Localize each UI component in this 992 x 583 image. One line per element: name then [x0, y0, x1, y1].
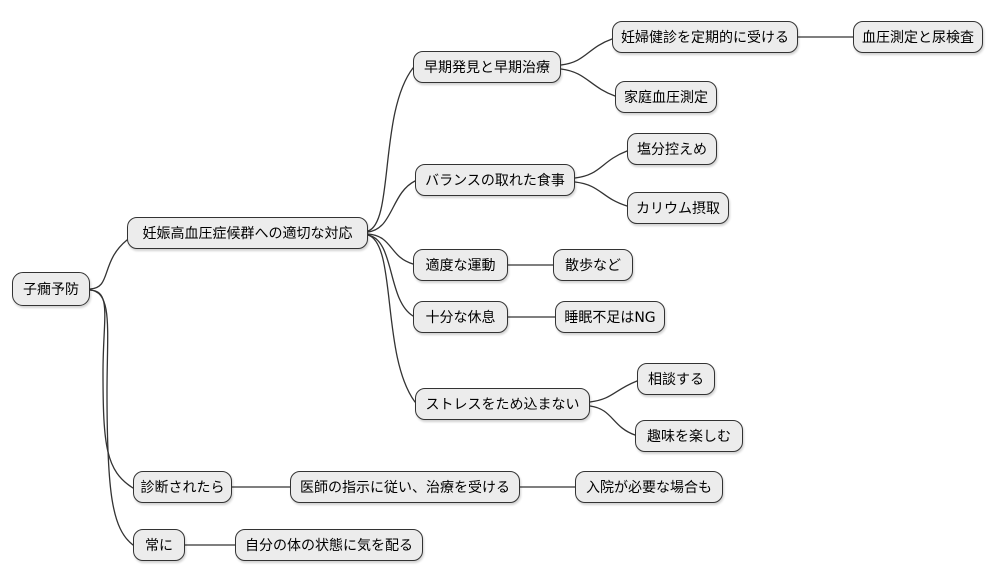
- node-moderate-exercise: 適度な運動: [413, 249, 508, 281]
- edge-early-detection-to-home-bp: [560, 68, 616, 97]
- edge-root-to-always: [89, 289, 134, 546]
- edge-early-detection-to-regular-checkups: [560, 38, 613, 66]
- node-always: 常に: [133, 529, 185, 561]
- edge-hypertension-to-sufficient-rest: [367, 234, 414, 317]
- node-monitor-body-condition: 自分の体の状態に気を配る: [235, 529, 423, 561]
- node-consult: 相談する: [637, 363, 715, 395]
- edge-avoid-stress-to-enjoy-hobbies: [589, 405, 636, 436]
- edge-root-to-if-diagnosed: [89, 289, 134, 489]
- node-potassium-intake: カリウム摂取: [627, 192, 729, 224]
- edge-avoid-stress-to-consult: [589, 380, 638, 403]
- node-regular-checkups: 妊婦健診を定期的に受ける: [612, 21, 798, 53]
- node-eclampsia-prevention: 子癇予防: [12, 272, 90, 306]
- node-walking: 散歩など: [553, 249, 633, 281]
- node-hospitalization-possible: 入院が必要な場合も: [575, 471, 723, 503]
- node-no-sleep-deprivation: 睡眠不足はNG: [555, 301, 665, 333]
- node-sufficient-rest: 十分な休息: [413, 301, 508, 333]
- edge-hypertension-to-avoid-stress: [367, 234, 416, 403]
- edge-hypertension-to-balanced-diet: [367, 180, 416, 233]
- edge-balanced-diet-to-potassium: [574, 181, 628, 207]
- node-if-diagnosed: 診断されたら: [133, 471, 232, 503]
- edge-hypertension-to-moderate-exercise: [367, 233, 414, 265]
- edge-hypertension-to-early-detection: [367, 67, 414, 232]
- node-low-salt: 塩分控えめ: [627, 133, 717, 165]
- node-home-bp-measurement: 家庭血圧測定: [615, 81, 717, 113]
- node-balanced-diet: バランスの取れた食事: [415, 164, 575, 196]
- edge-root-to-hypertension-response: [89, 239, 128, 290]
- node-early-detection-treatment: 早期発見と早期治療: [413, 51, 561, 83]
- node-hypertension-response: 妊娠高血圧症候群への適切な対応: [127, 217, 368, 249]
- node-bp-urine-test: 血圧測定と尿検査: [853, 21, 983, 53]
- node-avoid-stress: ストレスをため込まない: [415, 388, 590, 420]
- node-follow-doctor-treatment: 医師の指示に従い、治療を受ける: [290, 471, 520, 503]
- edge-balanced-diet-to-low-salt: [574, 150, 628, 179]
- node-enjoy-hobbies: 趣味を楽しむ: [635, 420, 743, 452]
